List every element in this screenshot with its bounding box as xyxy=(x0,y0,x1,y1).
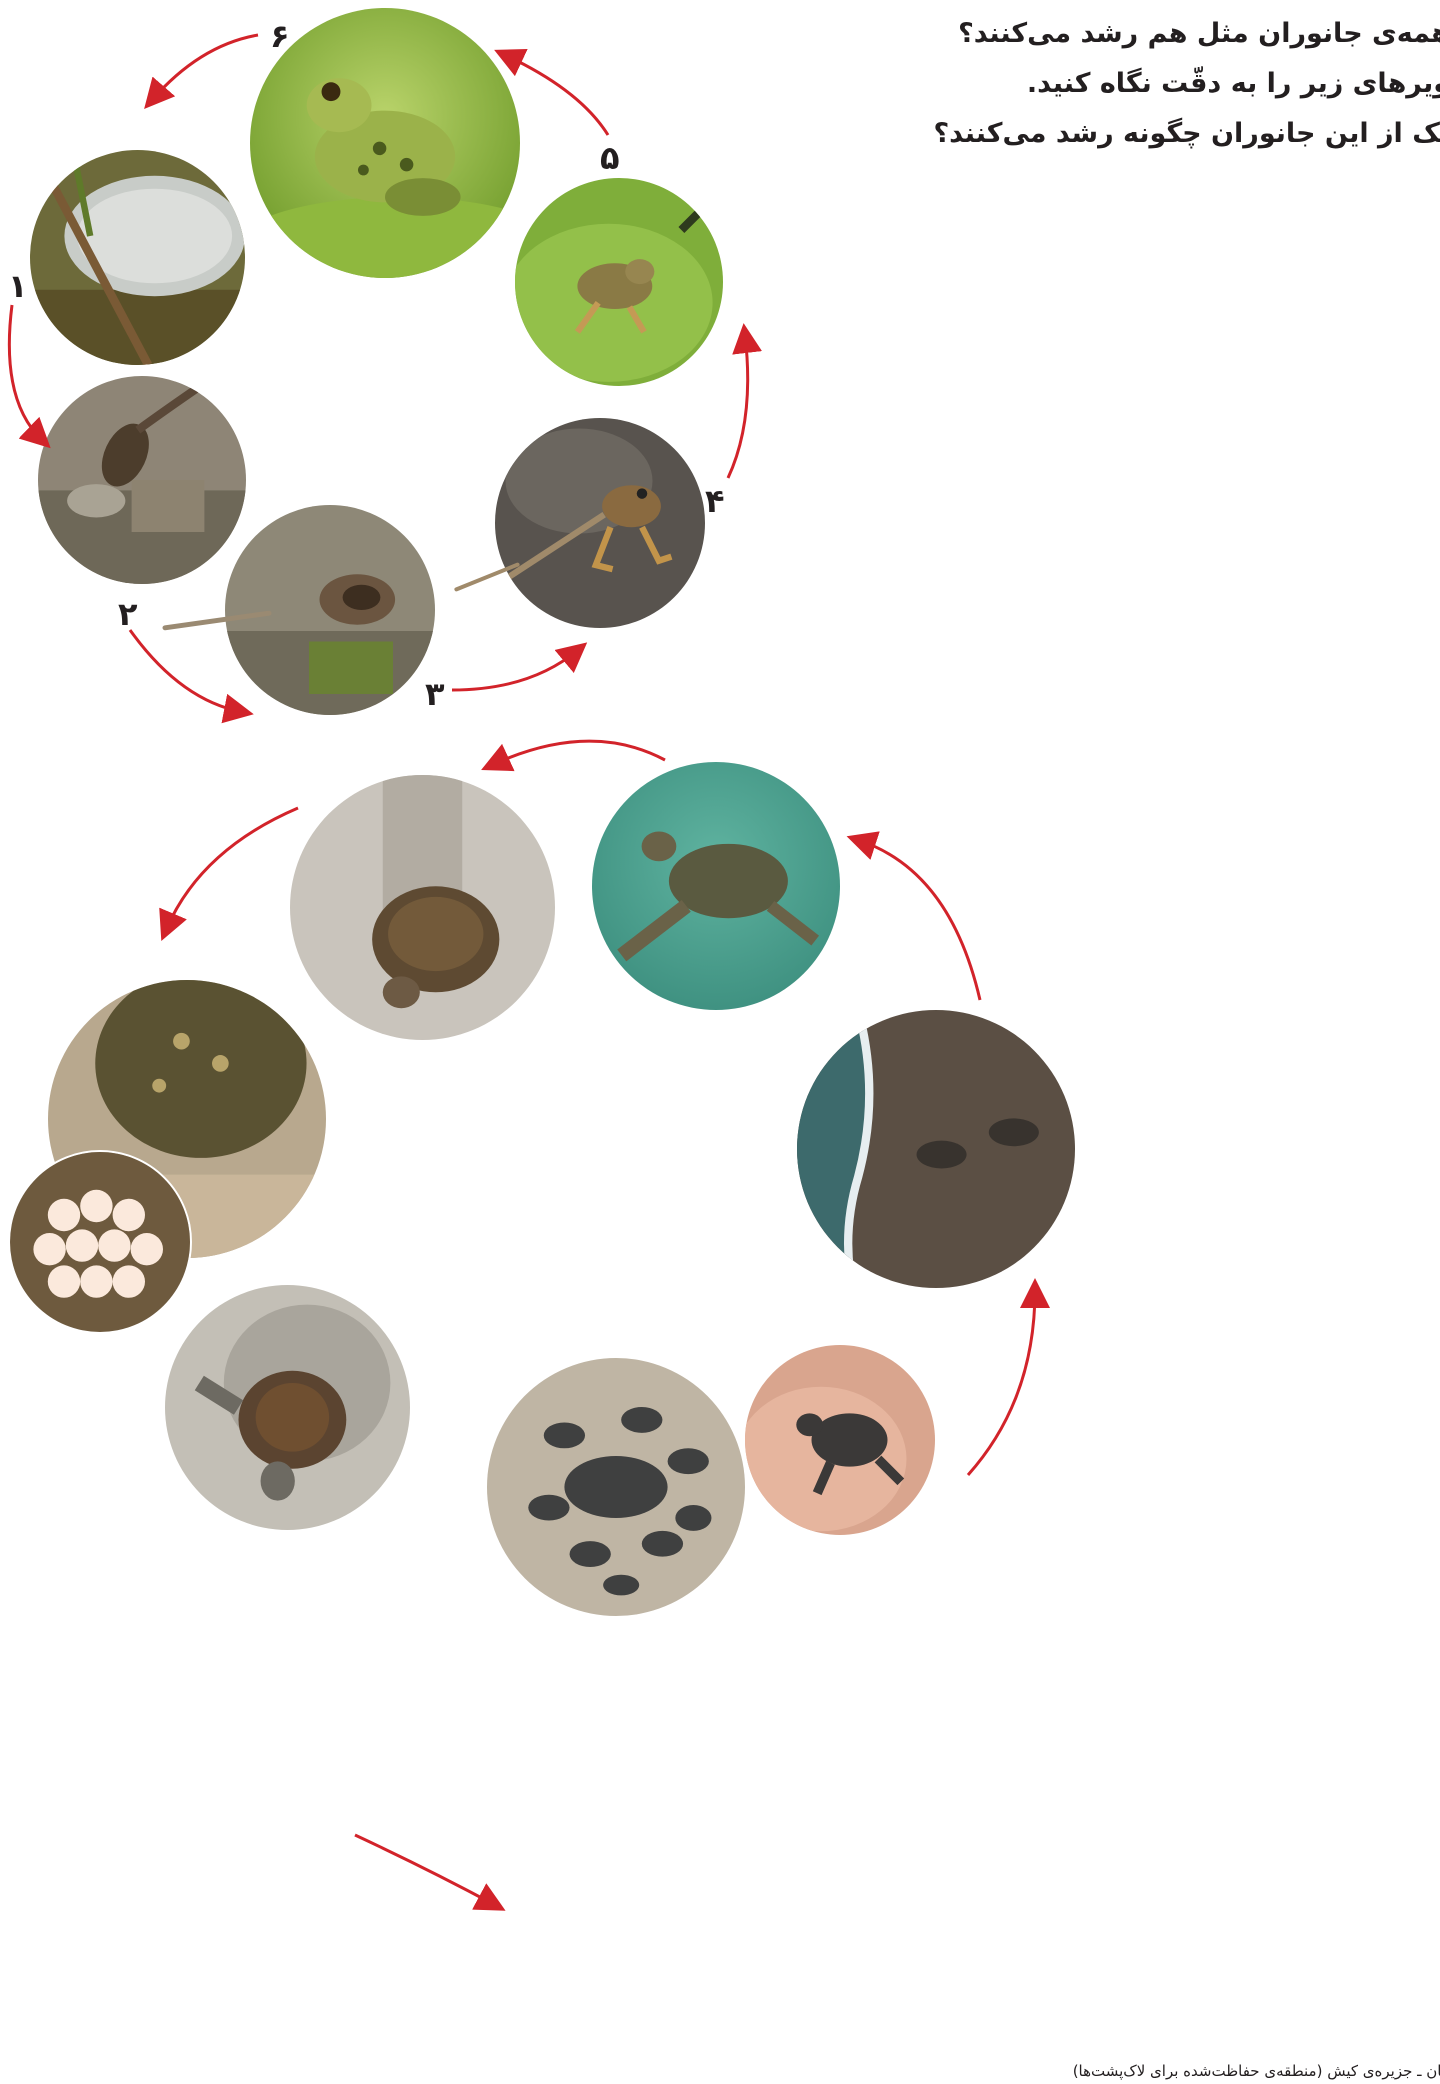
arrow-hatchlings-to-sea xyxy=(968,1290,1035,1475)
arrow-4-to-5 xyxy=(728,335,748,478)
arrow-sea-to-swim xyxy=(858,840,980,1000)
arrow-6-to-1 xyxy=(152,35,258,100)
arrow-swim-to-adult xyxy=(492,741,665,765)
arrow-5-to-6 xyxy=(505,55,608,135)
arrow-adult-to-nest xyxy=(166,808,298,930)
arrow-1-to-2 xyxy=(9,305,42,440)
arrow-digging-to-hatchlings xyxy=(355,1835,495,1905)
arrow-3-to-4 xyxy=(452,650,578,690)
arrow-2-to-3 xyxy=(130,630,242,712)
